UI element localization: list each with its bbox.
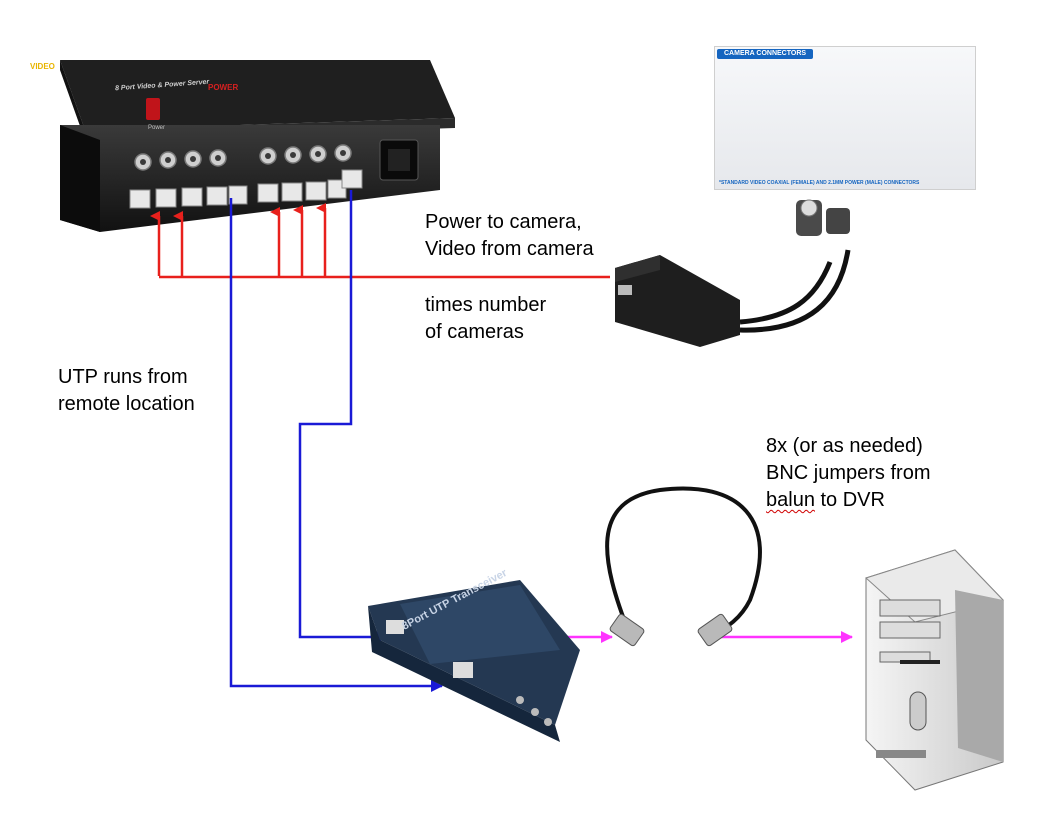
- rj45-port-icon: [453, 662, 473, 678]
- rj45-port-icon: [386, 620, 404, 634]
- server-bnc-connectors: [134, 144, 352, 171]
- utp-runs-label: UTP runs from remote location: [58, 366, 195, 415]
- server-top-unit: [60, 60, 455, 130]
- server-rj45-ports: [129, 169, 363, 209]
- bnc-plug-icon: [697, 613, 733, 647]
- server-power-label: Power: [148, 125, 166, 131]
- rj45-port-icon: [129, 189, 151, 209]
- rj45-port-icon: [281, 182, 303, 202]
- drive-bay-icon: [879, 599, 941, 617]
- rj45-port-icon: [155, 188, 177, 208]
- rj45-port-icon: [257, 183, 279, 203]
- times-cameras-label: times number of cameras: [425, 294, 547, 343]
- dvr-pc-tower: [865, 549, 1004, 791]
- power-button-icon: [909, 691, 927, 731]
- camera-connectors-title: CAMERA CONNECTORS: [717, 49, 814, 59]
- bnc-plug-icon: [609, 613, 645, 647]
- utp-transceiver: [368, 580, 580, 742]
- rj45-port-icon: [618, 285, 632, 295]
- balun-body: [615, 255, 740, 347]
- camera-balun: [615, 199, 851, 347]
- bnc-jumpers-label: 8x (or as needed) BNC jumpers from balun…: [766, 435, 931, 511]
- power-video-lines: [150, 203, 610, 279]
- rj45-port-icon: [305, 181, 327, 201]
- rj45-port-icon: [341, 169, 363, 189]
- power-video-label: Power to camera, Video from camera: [425, 211, 594, 260]
- bnc-jumper-cable: [605, 486, 762, 647]
- drive-bay-icon: [879, 621, 941, 639]
- rj45-port-icon: [181, 187, 203, 207]
- video-connector-label: VIDEO: [30, 62, 55, 71]
- video-power-server: [60, 60, 455, 232]
- utp-lines: [229, 190, 443, 692]
- camera-connectors-card: CAMERA CONNECTORS *STANDARD VIDEO COAXIA…: [714, 46, 976, 190]
- power-switch-icon: [146, 98, 160, 120]
- power-connector-label: POWER: [208, 83, 239, 92]
- rj45-port-icon: [228, 185, 248, 205]
- rj45-port-icon: [206, 186, 228, 206]
- camera-connectors-footnote: *STANDARD VIDEO COAXIAL (FEMALE) AND 2.1…: [719, 180, 920, 186]
- dc-plug-icon: [826, 208, 850, 234]
